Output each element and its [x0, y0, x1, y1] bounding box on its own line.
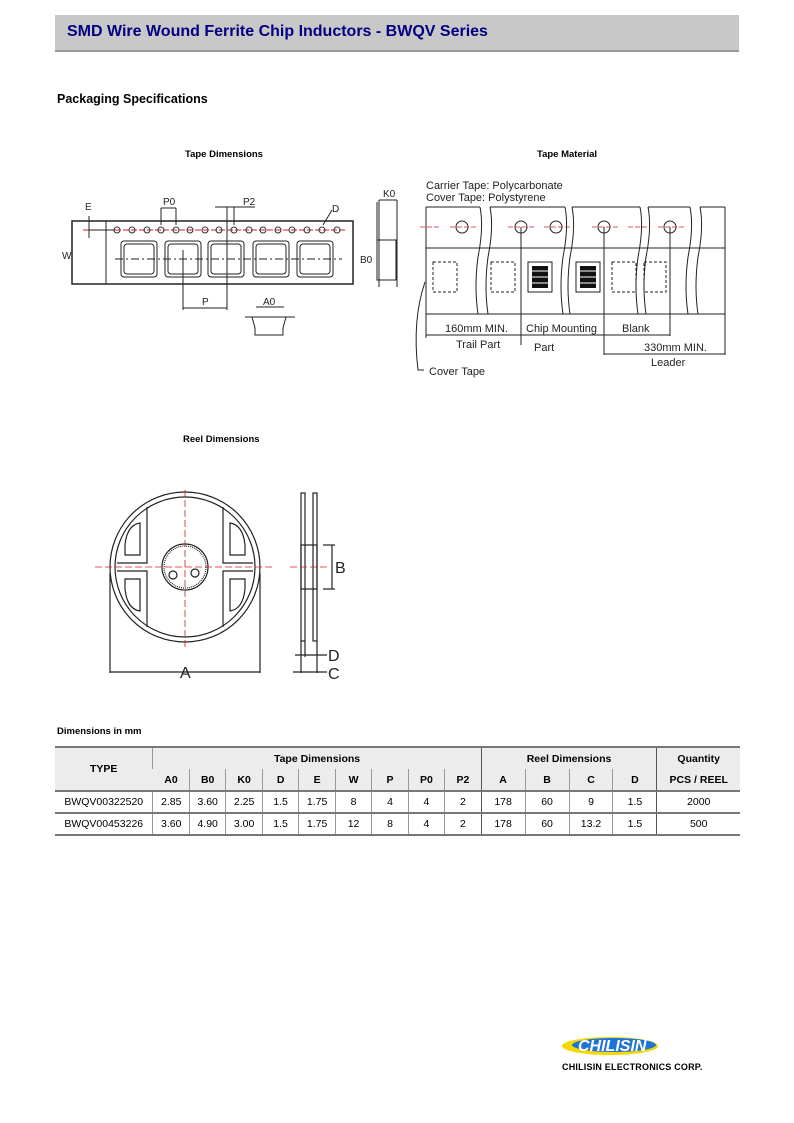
- page-header: SMD Wire Wound Ferrite Chip Inductors - …: [55, 15, 739, 52]
- leader-length-label: 330mm MIN.: [644, 342, 707, 354]
- cell: 8: [371, 813, 409, 836]
- cell: 500: [656, 813, 740, 836]
- trail-length-label: 160mm MIN.: [445, 323, 508, 335]
- col-header: A0: [152, 769, 190, 792]
- cell: 1.5: [261, 791, 299, 814]
- reel-drawing: A B D C: [95, 490, 346, 683]
- reel-dimensions-header: Reel Dimensions: [480, 746, 657, 769]
- table-caption: Dimensions in mm: [57, 726, 142, 737]
- chip-part-label: Part: [534, 342, 554, 354]
- col-header: E: [298, 769, 336, 792]
- cell: 2.85: [152, 791, 190, 814]
- logo-text: CHILISIN: [578, 1038, 647, 1055]
- col-header: P: [371, 769, 409, 792]
- chilisin-logo-mark: CHILISIN: [562, 1037, 658, 1055]
- cell: 4.90: [188, 813, 226, 836]
- company-name: CHILISIN ELECTRONICS CORP.: [562, 1062, 703, 1072]
- label-A0: A0: [263, 297, 276, 308]
- cell: 13.2: [568, 813, 613, 836]
- label-W: W: [62, 251, 72, 262]
- dimensions-table: TYPE Tape Dimensions Reel Dimensions Qua…: [55, 746, 740, 836]
- cell: BWQV00322520: [55, 791, 153, 814]
- cell: 178: [480, 813, 526, 836]
- cell: 1.75: [298, 813, 336, 836]
- col-header: D: [261, 769, 299, 792]
- cell: 9: [568, 791, 613, 814]
- leader-label: Leader: [651, 357, 686, 369]
- cell: 2: [444, 791, 482, 814]
- col-header: PCS / REEL: [656, 769, 740, 792]
- cell: 1.75: [298, 791, 336, 814]
- cell: 4: [407, 813, 445, 836]
- label-P: P: [202, 297, 209, 308]
- label-A: A: [180, 665, 191, 682]
- table-row: BWQV00322520 2.85 3.60 2.25 1.5 1.75 8 4…: [55, 791, 740, 814]
- label-B: B: [335, 560, 346, 577]
- cell: BWQV00453226: [55, 813, 153, 836]
- chip-mounting-label: Chip Mounting: [526, 323, 597, 335]
- label-C: C: [328, 666, 340, 683]
- col-header: P2: [444, 769, 482, 792]
- tape-dimensions-drawing: E P0 P2 D W P A0 K0 B0: [62, 189, 398, 336]
- col-header: W: [334, 769, 372, 792]
- label-E: E: [85, 202, 92, 213]
- page-title: SMD Wire Wound Ferrite Chip Inductors - …: [67, 23, 488, 40]
- cell: 2000: [656, 791, 740, 814]
- label-K0: K0: [383, 189, 396, 200]
- cell: 60: [524, 813, 570, 836]
- label-P2: P2: [243, 197, 256, 208]
- section-title: Packaging Specifications: [57, 92, 208, 106]
- label-D: D: [332, 204, 339, 215]
- cell: 3.60: [188, 791, 226, 814]
- label-P0: P0: [163, 197, 176, 208]
- cell: 8: [334, 791, 372, 814]
- tape-dimensions-caption: Tape Dimensions: [185, 149, 263, 160]
- quantity-header: Quantity: [656, 746, 740, 769]
- cell: 12: [334, 813, 372, 836]
- tape-material-drawing: Carrier Tape: Polycarbonate Cover Tape: …: [415, 180, 726, 378]
- cell: 1.5: [612, 791, 657, 814]
- type-header: TYPE: [55, 746, 153, 792]
- col-header: D: [612, 769, 657, 792]
- label-D: D: [328, 648, 340, 665]
- trail-part-label: Trail Part: [456, 339, 500, 351]
- col-header: B0: [188, 769, 226, 792]
- tape-material-caption: Tape Material: [537, 149, 598, 160]
- cell: 1.5: [612, 813, 657, 836]
- cell: 4: [371, 791, 409, 814]
- label-B0: B0: [360, 255, 373, 266]
- cell: 2.25: [225, 791, 263, 814]
- col-header: K0: [225, 769, 263, 792]
- reel-dimensions-caption: Reel Dimensions: [183, 434, 260, 445]
- cell: 178: [480, 791, 526, 814]
- cover-tape-callout: Cover Tape: [429, 366, 485, 378]
- cell: 1.5: [261, 813, 299, 836]
- table-row: BWQV00453226 3.60 4.90 3.00 1.5 1.75 12 …: [55, 813, 740, 836]
- col-header: P0: [407, 769, 445, 792]
- cell: 3.60: [152, 813, 190, 836]
- cover-tape-label: Cover Tape: Polystyrene: [426, 192, 546, 204]
- cell: 3.00: [225, 813, 263, 836]
- carrier-tape-label: Carrier Tape: Polycarbonate: [426, 180, 563, 192]
- blank-label: Blank: [622, 323, 650, 335]
- company-logo: CHILISIN CHILISIN ELECTRONICS CORP.: [560, 1030, 740, 1080]
- cell: 2: [444, 813, 482, 836]
- tape-dimensions-header: Tape Dimensions: [152, 746, 482, 769]
- cell: 4: [407, 791, 445, 814]
- cell: 60: [524, 791, 570, 814]
- col-header: C: [568, 769, 613, 792]
- col-header: B: [524, 769, 570, 792]
- col-header: A: [480, 769, 526, 792]
